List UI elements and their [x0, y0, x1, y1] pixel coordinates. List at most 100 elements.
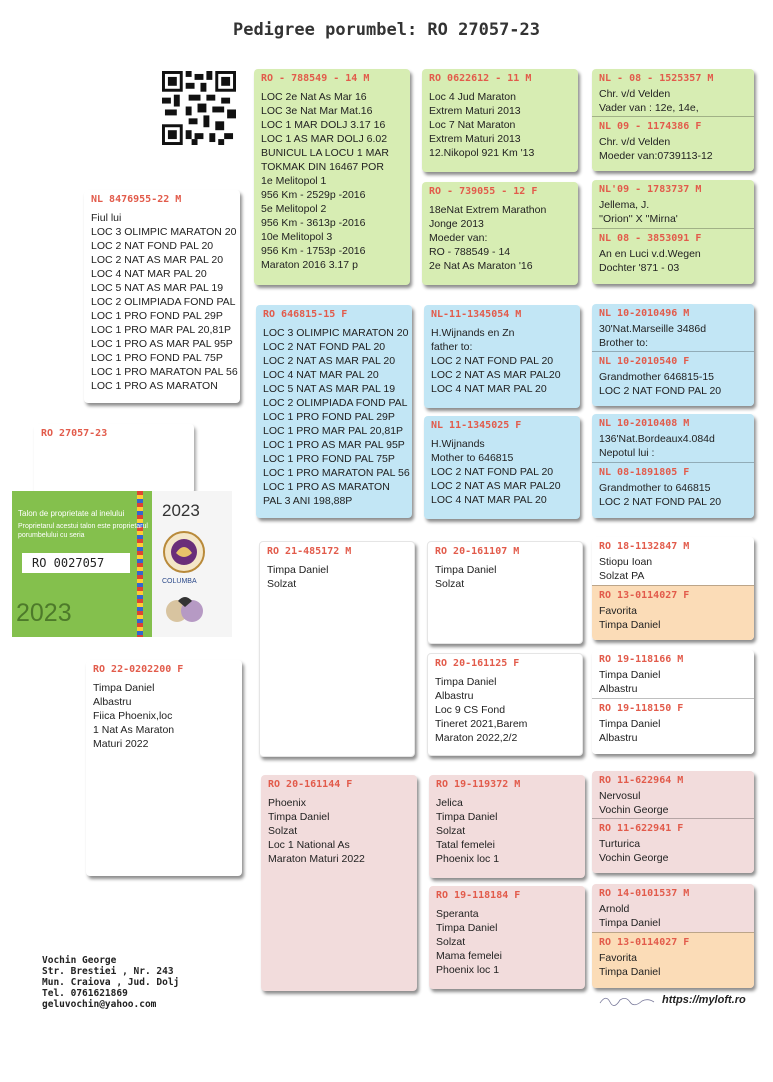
- talon-text: Proprietarul acestui talon este propriet…: [18, 523, 148, 539]
- talon-year-right: 2023: [162, 501, 200, 520]
- text-line: Str. Brestiei , Nr. 243: [42, 966, 174, 977]
- text-line: father to:: [431, 341, 473, 353]
- text-line: LOC 1 PRO MARATON PAL 56: [91, 366, 238, 378]
- text-line: LOC 1 PRO MARATON PAL 56: [263, 467, 410, 479]
- website-link[interactable]: https://myloft.ro: [662, 994, 746, 1006]
- text-line: Albastru: [435, 690, 474, 702]
- text-line: LOC 1 PRO FOND PAL 75P: [91, 352, 223, 364]
- ancestor-ring: RO 14-0101537 M: [599, 888, 690, 899]
- great-grandparent-card[interactable]: RO - 739055 - 12 F 18eNat Extrem Maratho…: [422, 182, 578, 285]
- text-line: Albastru: [599, 683, 638, 695]
- ancestor-ring: RO 11-622941 F: [599, 823, 684, 834]
- ancestor-ring: RO 11-622964 M: [599, 775, 684, 786]
- text-line: Phoenix loc 1: [436, 964, 500, 976]
- text-line: RO - 788549 - 14: [429, 246, 511, 258]
- text-line: Arnold: [599, 903, 630, 915]
- ancestor-ring: NL'09 - 1783737 M: [599, 184, 702, 195]
- dam-ring: RO 22-0202200 F: [93, 664, 184, 675]
- text-line: LOC 5 NAT AS MAR PAL 19: [263, 383, 396, 395]
- text-line: 1 Nat As Maraton: [93, 724, 175, 736]
- text-line: LOC 1 AS MAR DOLJ 6.02: [261, 133, 388, 145]
- subject-ring: RO 27057-23: [41, 428, 108, 439]
- text-line: Jellema, J.: [599, 199, 650, 211]
- text-line: Tel. 0761621869: [42, 988, 128, 999]
- text-line: LOC 4 NAT MAR PAL 20: [431, 383, 547, 395]
- text-line: Maraton 2022,2/2: [435, 732, 518, 744]
- text-line: 18eNat Extrem Marathon: [429, 204, 547, 216]
- text-line: Maraton Maturi 2022: [268, 853, 365, 865]
- subject-card[interactable]: RO 27057-23: [34, 424, 194, 494]
- text-line: Solzat: [267, 578, 297, 590]
- text-line: Timpa Daniel: [93, 682, 155, 694]
- talon-ring: RO 0027057: [22, 553, 130, 573]
- text-line: Dochter '871 - 03: [599, 262, 680, 274]
- text-line: Timpa Daniel: [435, 676, 497, 688]
- text-line: Grandmother to 646815: [599, 482, 711, 494]
- ancestor-ring: RO 13-0114027 F: [599, 589, 690, 601]
- text-line: Vochin George: [599, 804, 669, 816]
- text-line: LOC 4 NAT MAR PAL 20: [91, 268, 207, 280]
- text-line: Loc 7 Nat Maraton: [429, 119, 516, 131]
- text-line: Chr. v/d Velden: [599, 136, 671, 148]
- text-line: H.Wijnands en Zn: [431, 327, 515, 339]
- federation-logo-icon: [166, 597, 203, 622]
- text-line: LOC 2 NAT FOND PAL 20: [263, 341, 386, 353]
- text-line: Timpa Daniel: [435, 564, 497, 576]
- talon-year: 2023: [16, 599, 72, 627]
- text-line: Mun. Craiova , Jud. Dolj: [42, 977, 180, 988]
- text-line: LOC 3 OLIMPIC MARATON 20: [263, 327, 409, 339]
- text-line: Timpa Daniel: [267, 564, 329, 576]
- page-title: Pedigree porumbel: RO 27057-23: [232, 20, 541, 40]
- ancestor-pair-card[interactable]: NL'09 - 1783737 M Jellema, J. ''Orion'' X …: [592, 180, 754, 284]
- text-line: Phoenix: [268, 797, 306, 809]
- text-line: Tatal femelei: [436, 839, 495, 851]
- columba-logo-icon: [163, 531, 205, 573]
- text-line: ''Orion'' X ''Mirna': [599, 213, 678, 225]
- text-line: LOC 2 NAT FOND PAL 20: [431, 466, 554, 478]
- text-line: LOC 1 PRO AS MAR PAL 95P: [263, 439, 405, 451]
- talon-heading: Talon de proprietate al inelului: [18, 509, 125, 518]
- text-line: LOC 2e Nat As Mar 16: [261, 91, 367, 103]
- text-line: Extrem Maturi 2013: [429, 133, 521, 145]
- text-line: Tineret 2021,Barem: [435, 718, 528, 730]
- text-line: LOC 4 NAT MAR PAL 20: [263, 369, 379, 381]
- text-line: Mother to 646815: [431, 452, 514, 464]
- text-line: Grandmother 646815-15: [599, 371, 714, 383]
- text-line: LOC 2 NAT AS MAR PAL 20: [91, 254, 224, 266]
- text-line: Maraton 2016 3.17 p: [261, 259, 358, 271]
- text-line: 12.Nikopol 921 Km '13: [429, 147, 535, 159]
- text-line: Brother to:: [599, 337, 649, 349]
- text-line: Speranta: [436, 908, 479, 920]
- ancestor-ring: NL 09 - 1174386 F: [599, 121, 702, 132]
- text-line: LOC 1 PRO AS MARATON: [263, 481, 390, 493]
- text-line: Mama femelei: [436, 950, 502, 962]
- ancestor-ring: RO 13-0114027 F: [599, 937, 690, 948]
- text-line: LOC 1 PRO MAR PAL 20,81P: [263, 425, 404, 437]
- text-line: Stiopu Ioan: [599, 556, 653, 568]
- text-line: Turturica: [599, 838, 641, 850]
- sire-ring: NL 8476955-22 M: [91, 194, 182, 205]
- text-line: Timpa Daniel: [436, 922, 498, 934]
- text-line: Timpa Daniel: [599, 718, 661, 730]
- talon-brand: COLUMBA: [162, 578, 197, 585]
